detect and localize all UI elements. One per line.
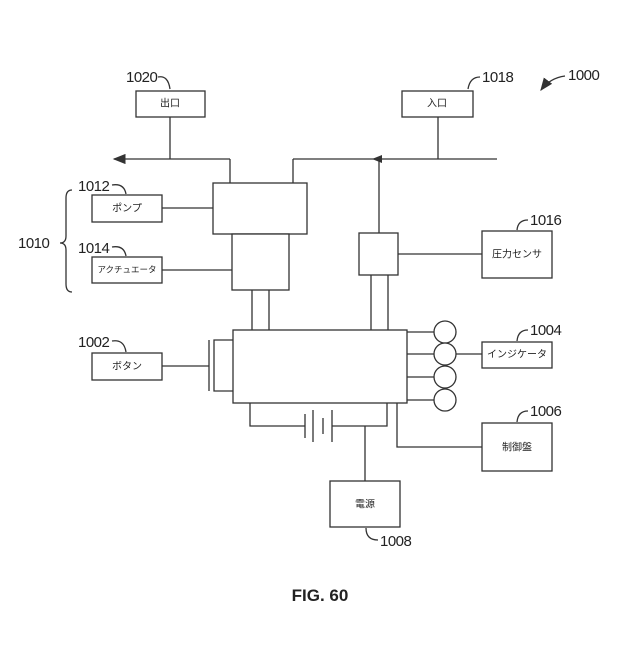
actuator-housing-block xyxy=(232,234,289,290)
sensor-port-block xyxy=(359,233,398,275)
indicator-light xyxy=(434,366,456,388)
inlet-ref: 1018 xyxy=(482,69,514,86)
system-ref-arrow xyxy=(541,76,565,90)
button-label: ボタン xyxy=(112,361,142,373)
figure-label: FIG. 60 xyxy=(292,586,349,605)
pump-housing-block xyxy=(213,183,307,234)
indicator-lights xyxy=(407,321,482,411)
outlet-ref: 1020 xyxy=(126,69,158,86)
inlet-label: 入口 xyxy=(427,99,447,110)
indicator-light xyxy=(434,389,456,411)
pump-label: ポンプ xyxy=(112,203,142,215)
controller-block xyxy=(233,330,407,403)
power-supply-label: 電源 xyxy=(355,498,375,511)
system-ref: 1000 xyxy=(568,67,600,84)
outlet-label: 出口 xyxy=(160,97,180,110)
group-ref: 1010 xyxy=(18,235,50,252)
switch-contact xyxy=(214,340,233,391)
pump-ref: 1012 xyxy=(78,178,110,195)
pressure-sensor-ref: 1016 xyxy=(530,212,562,229)
indicator-light xyxy=(434,343,456,365)
battery-symbol xyxy=(250,403,387,481)
indicator-light xyxy=(434,321,456,343)
indicator-ref: 1004 xyxy=(530,322,562,339)
control-panel-label: 制御盤 xyxy=(502,441,532,454)
pressure-sensor-label: 圧力センサ xyxy=(492,248,542,261)
actuator-ref: 1014 xyxy=(78,240,110,257)
group-brace xyxy=(60,190,72,292)
control-panel-ref: 1006 xyxy=(530,403,562,420)
indicator-label: インジケータ xyxy=(487,349,547,361)
actuator-label: アクチュエータ xyxy=(97,264,156,274)
inlet-arrow-icon xyxy=(372,155,382,163)
power-supply-ref: 1008 xyxy=(380,533,412,550)
button-ref: 1002 xyxy=(78,334,110,351)
